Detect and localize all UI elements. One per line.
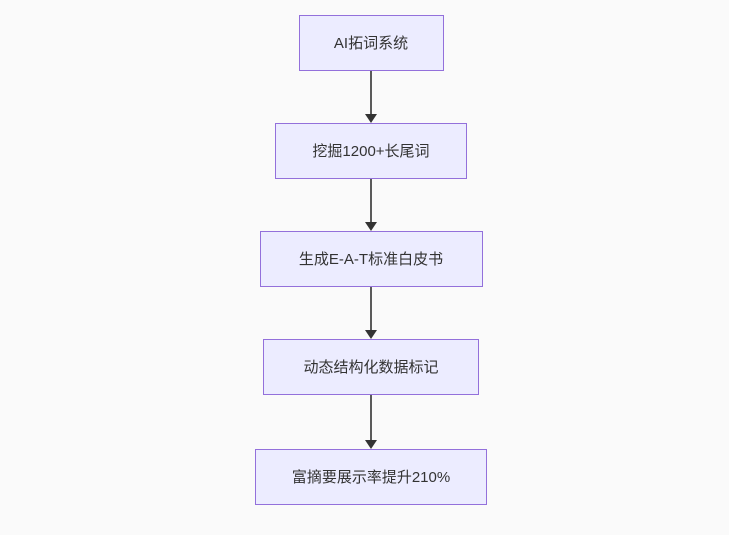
arrow-line	[370, 179, 372, 223]
flow-node-longtail-mining: 挖掘1200+长尾词	[275, 123, 467, 179]
flow-node-label: 富摘要展示率提升210%	[291, 468, 451, 486]
flow-node-ai-word-system: AI拓词系统	[298, 15, 444, 71]
arrow-down-icon	[365, 330, 377, 339]
flow-node-structured-data-markup: 动态结构化数据标记	[263, 339, 479, 395]
flow-node-label: 挖掘1200+长尾词	[312, 142, 430, 160]
arrow-line	[370, 395, 372, 441]
arrow-down-icon	[365, 222, 377, 231]
arrow-line	[370, 287, 372, 331]
flow-arrow-4	[365, 395, 377, 449]
flow-node-label: 生成E-A-T标准白皮书	[298, 250, 444, 268]
flow-node-rich-snippet-result: 富摘要展示率提升210%	[255, 449, 487, 505]
flow-arrow-2	[365, 179, 377, 231]
arrow-down-icon	[365, 440, 377, 449]
flow-arrow-1	[365, 71, 377, 123]
flow-arrow-3	[365, 287, 377, 339]
flow-node-label: AI拓词系统	[333, 34, 409, 52]
arrow-down-icon	[365, 114, 377, 123]
flow-node-eat-whitepaper: 生成E-A-T标准白皮书	[259, 231, 483, 287]
flow-node-label: 动态结构化数据标记	[303, 358, 439, 376]
flowchart: AI拓词系统 挖掘1200+长尾词 生成E-A-T标准白皮书 动态结构化数据标记	[255, 15, 487, 505]
arrow-line	[370, 71, 372, 115]
